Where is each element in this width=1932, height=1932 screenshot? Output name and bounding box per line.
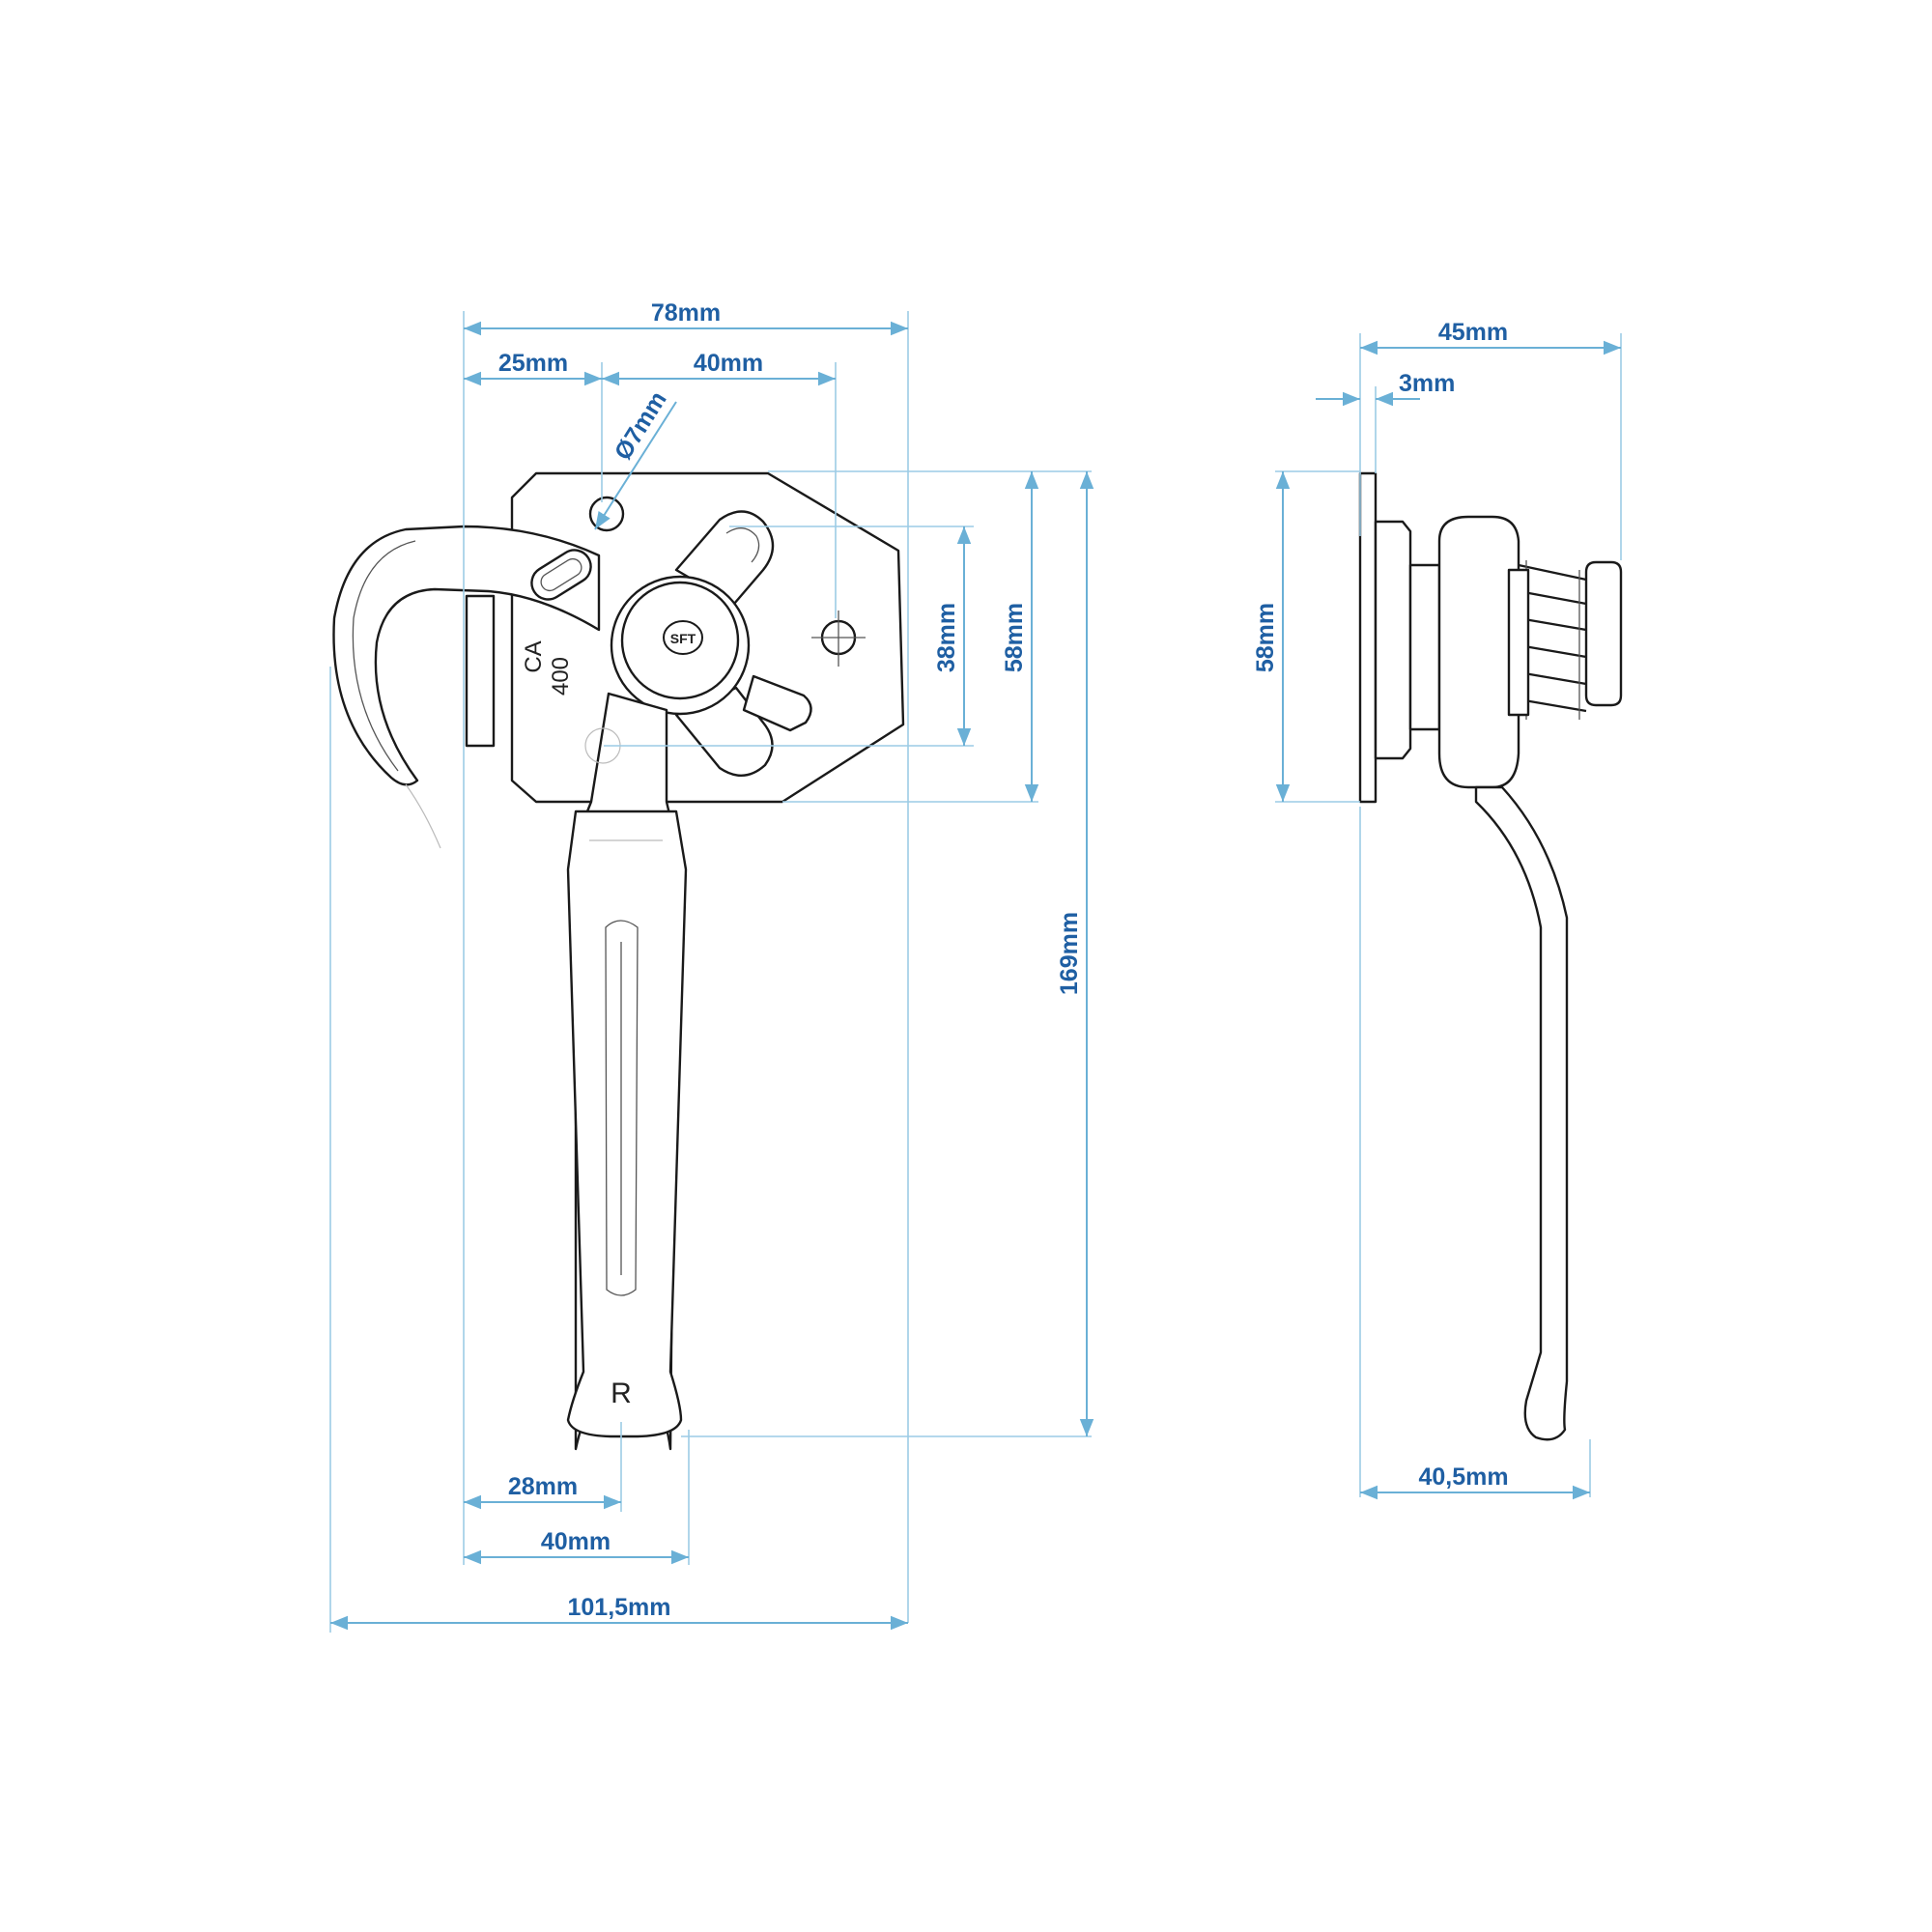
dim-overall-depth: 45mm (1438, 319, 1508, 346)
side-plate (1358, 471, 1378, 804)
handle-groove (605, 920, 639, 1296)
dim-total-width: 101,5mm (567, 1594, 670, 1621)
dim-hole-spacing: 40mm (694, 350, 763, 377)
knob-logo (663, 620, 703, 655)
dim-side-plate-height: 58mm (1252, 603, 1279, 672)
side-handle (1474, 785, 1569, 1441)
spring (1518, 563, 1587, 713)
dim-hook-offset: 25mm (498, 350, 568, 377)
dim-handle-width: 40mm (541, 1528, 611, 1555)
front-view-latch: SFT CA 400 R (332, 471, 905, 1451)
svg-text:SFT: SFT (670, 631, 696, 646)
cam-tab (742, 674, 812, 732)
dim-plate-height: 58mm (1001, 603, 1028, 672)
plate-edge (465, 594, 496, 748)
handle (566, 810, 688, 1438)
handle-marking: R (611, 1378, 632, 1409)
side-base (1374, 520, 1412, 760)
dim-plate-thickness: 3mm (1399, 370, 1455, 397)
side-view-latch (1358, 471, 1623, 1441)
dim-hole-diameter: Ø7mm (610, 386, 672, 465)
plate-marking-1: CA (521, 640, 547, 672)
dim-total-height: 169mm (1056, 912, 1083, 995)
spring-cap (1584, 560, 1623, 707)
dim-handle-axis: 28mm (508, 1473, 578, 1500)
slot (530, 549, 592, 601)
side-hub (1408, 563, 1441, 731)
side-view-dimensions: 45mm 3mm 58mm 40,5mm (1252, 319, 1622, 1500)
plate-marking-2: 400 (548, 657, 574, 696)
dim-slot-height: 38mm (933, 603, 960, 672)
side-knob (1437, 515, 1520, 789)
dim-handle-reach: 40,5mm (1418, 1463, 1508, 1491)
small-hole (588, 496, 625, 532)
dim-overall-width: 78mm (651, 299, 721, 327)
